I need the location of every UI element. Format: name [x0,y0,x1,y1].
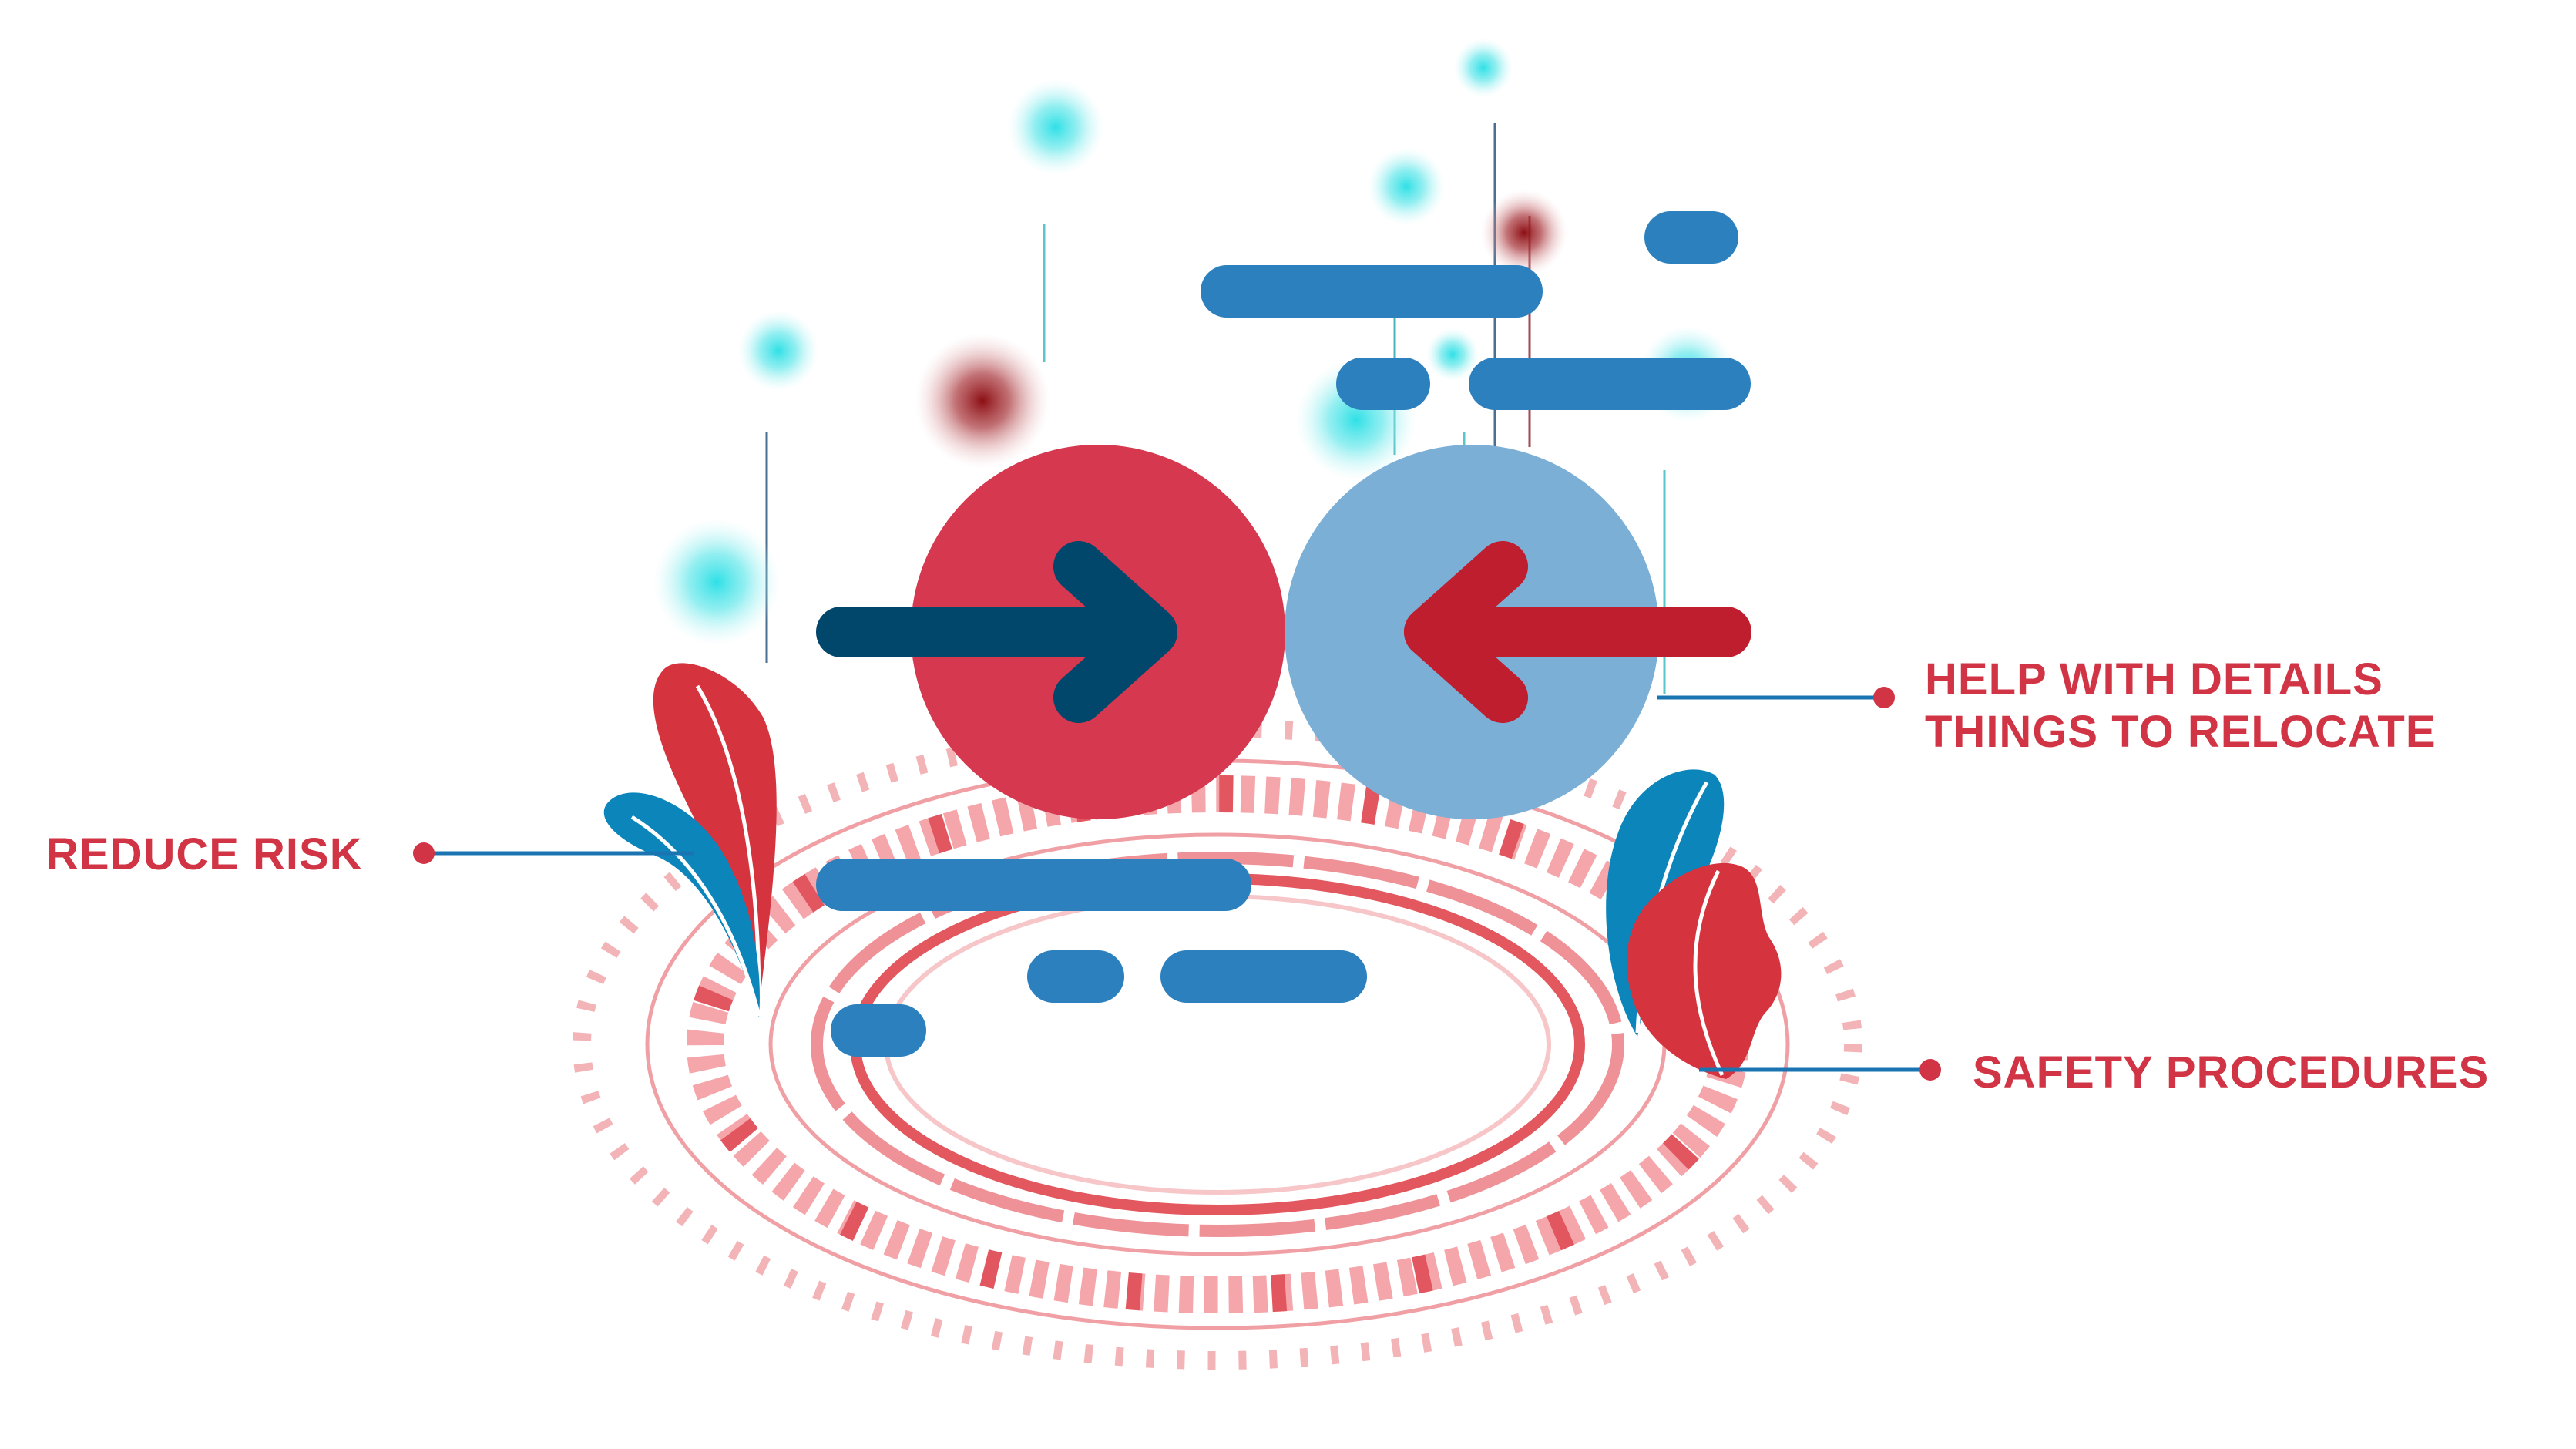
connector-reduce-risk [413,842,694,864]
right-plant-leaf-icon [1606,769,1782,1079]
glow-particles [653,39,1735,645]
connector-help-details [1657,687,1895,708]
inner-ring-bold [850,873,1585,1215]
outer-dash-ring [573,719,1862,1370]
inner-ring-pale [884,894,1551,1195]
arrow-left-icon [1404,541,1751,723]
label-help-line-2: THINGS TO RELOCATE [1925,707,2437,757]
arrow-right-icon [816,541,1177,723]
label-help-line-1: HELP WITH DETAILS [1925,654,2383,704]
label-help-with-details: HELP WITH DETAILS THINGS TO RELOCATE [1925,654,2437,758]
left-plant-leaf-icon [603,663,777,1017]
label-safety-procedures: SAFETY PROCEDURES [1973,1047,2490,1098]
label-reduce-risk: REDUCE RISK [46,829,363,879]
connector-safety [1699,1059,1941,1081]
segmented-ring [811,852,1624,1237]
blue-bars [816,211,1751,1057]
